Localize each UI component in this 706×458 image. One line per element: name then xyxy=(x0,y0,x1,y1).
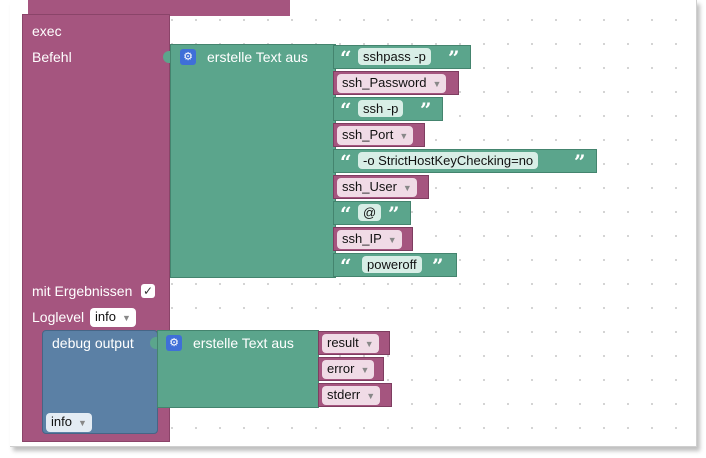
string-field[interactable]: -o StrictHostKeyChecking=no xyxy=(358,152,539,169)
text-join-label: erstelle Text aus xyxy=(207,49,308,65)
variable-dropdown[interactable]: ssh_IP ▼ xyxy=(337,230,402,249)
loglevel-value: info xyxy=(95,309,116,324)
variable-name: ssh_Password xyxy=(342,75,427,90)
chevron-down-icon: ▼ xyxy=(366,391,376,401)
mit-ergebnissen-label: mit Ergebnissen xyxy=(32,283,133,299)
gear-icon[interactable]: ⚙ xyxy=(166,335,182,351)
quote-close-icon: ” xyxy=(574,150,586,174)
gear-icon[interactable]: ⚙ xyxy=(180,49,196,65)
quote-open-icon: “ xyxy=(340,46,352,70)
debug-level-value: info xyxy=(51,414,72,429)
variable-name: ssh_User xyxy=(342,179,397,194)
chevron-down-icon: ▼ xyxy=(364,339,374,349)
variable-name: ssh_IP xyxy=(342,231,382,246)
exec-block-top-edge xyxy=(28,0,290,16)
variable-name: error xyxy=(327,361,355,376)
variable-dropdown[interactable]: error ▼ xyxy=(322,360,375,379)
chevron-down-icon: ▼ xyxy=(432,79,442,89)
quote-close-icon: ” xyxy=(388,202,400,226)
befehl-label: Befehl xyxy=(32,49,72,65)
quote-open-icon: “ xyxy=(340,202,352,226)
exec-title: exec xyxy=(32,23,62,39)
debug-text-join-label: erstelle Text aus xyxy=(193,335,294,351)
chevron-down-icon: ▼ xyxy=(77,418,87,428)
mit-ergebnissen-checkbox[interactable]: ✓ xyxy=(141,284,155,298)
string-field[interactable]: poweroff xyxy=(362,256,422,273)
variable-dropdown[interactable]: stderr ▼ xyxy=(322,386,381,405)
join-connector xyxy=(150,337,157,349)
text-join-block[interactable] xyxy=(170,44,336,278)
chevron-down-icon: ▼ xyxy=(387,235,397,245)
loglevel-label: Loglevel xyxy=(32,309,85,325)
variable-name: ssh_Port xyxy=(342,127,394,142)
debug-level-dropdown[interactable]: info ▼ xyxy=(46,413,92,432)
string-field[interactable]: ssh -p xyxy=(358,100,404,117)
chevron-down-icon: ▼ xyxy=(121,313,131,323)
variable-dropdown[interactable]: ssh_Password ▼ xyxy=(337,74,447,93)
chevron-down-icon: ▼ xyxy=(399,131,409,141)
variable-dropdown[interactable]: result ▼ xyxy=(322,334,379,353)
loglevel-dropdown[interactable]: info ▼ xyxy=(90,308,136,327)
variable-name: stderr xyxy=(327,387,361,402)
string-field[interactable]: @ xyxy=(358,204,382,221)
quote-open-icon: “ xyxy=(340,254,352,278)
quote-open-icon: “ xyxy=(340,98,352,122)
variable-dropdown[interactable]: ssh_User ▼ xyxy=(337,178,417,197)
variable-dropdown[interactable]: ssh_Port ▼ xyxy=(337,126,414,145)
string-field[interactable]: sshpass -p xyxy=(358,48,431,65)
quote-open-icon: “ xyxy=(340,150,352,174)
debug-text-join-block[interactable] xyxy=(157,330,319,408)
chevron-down-icon: ▼ xyxy=(402,183,412,193)
debug-output-label: debug output xyxy=(52,335,134,351)
quote-close-icon: ” xyxy=(420,98,432,122)
variable-name: result xyxy=(327,335,359,350)
chevron-down-icon: ▼ xyxy=(360,365,370,375)
quote-close-icon: ” xyxy=(448,46,460,70)
join-connector xyxy=(163,51,170,63)
quote-close-icon: ” xyxy=(432,254,444,278)
